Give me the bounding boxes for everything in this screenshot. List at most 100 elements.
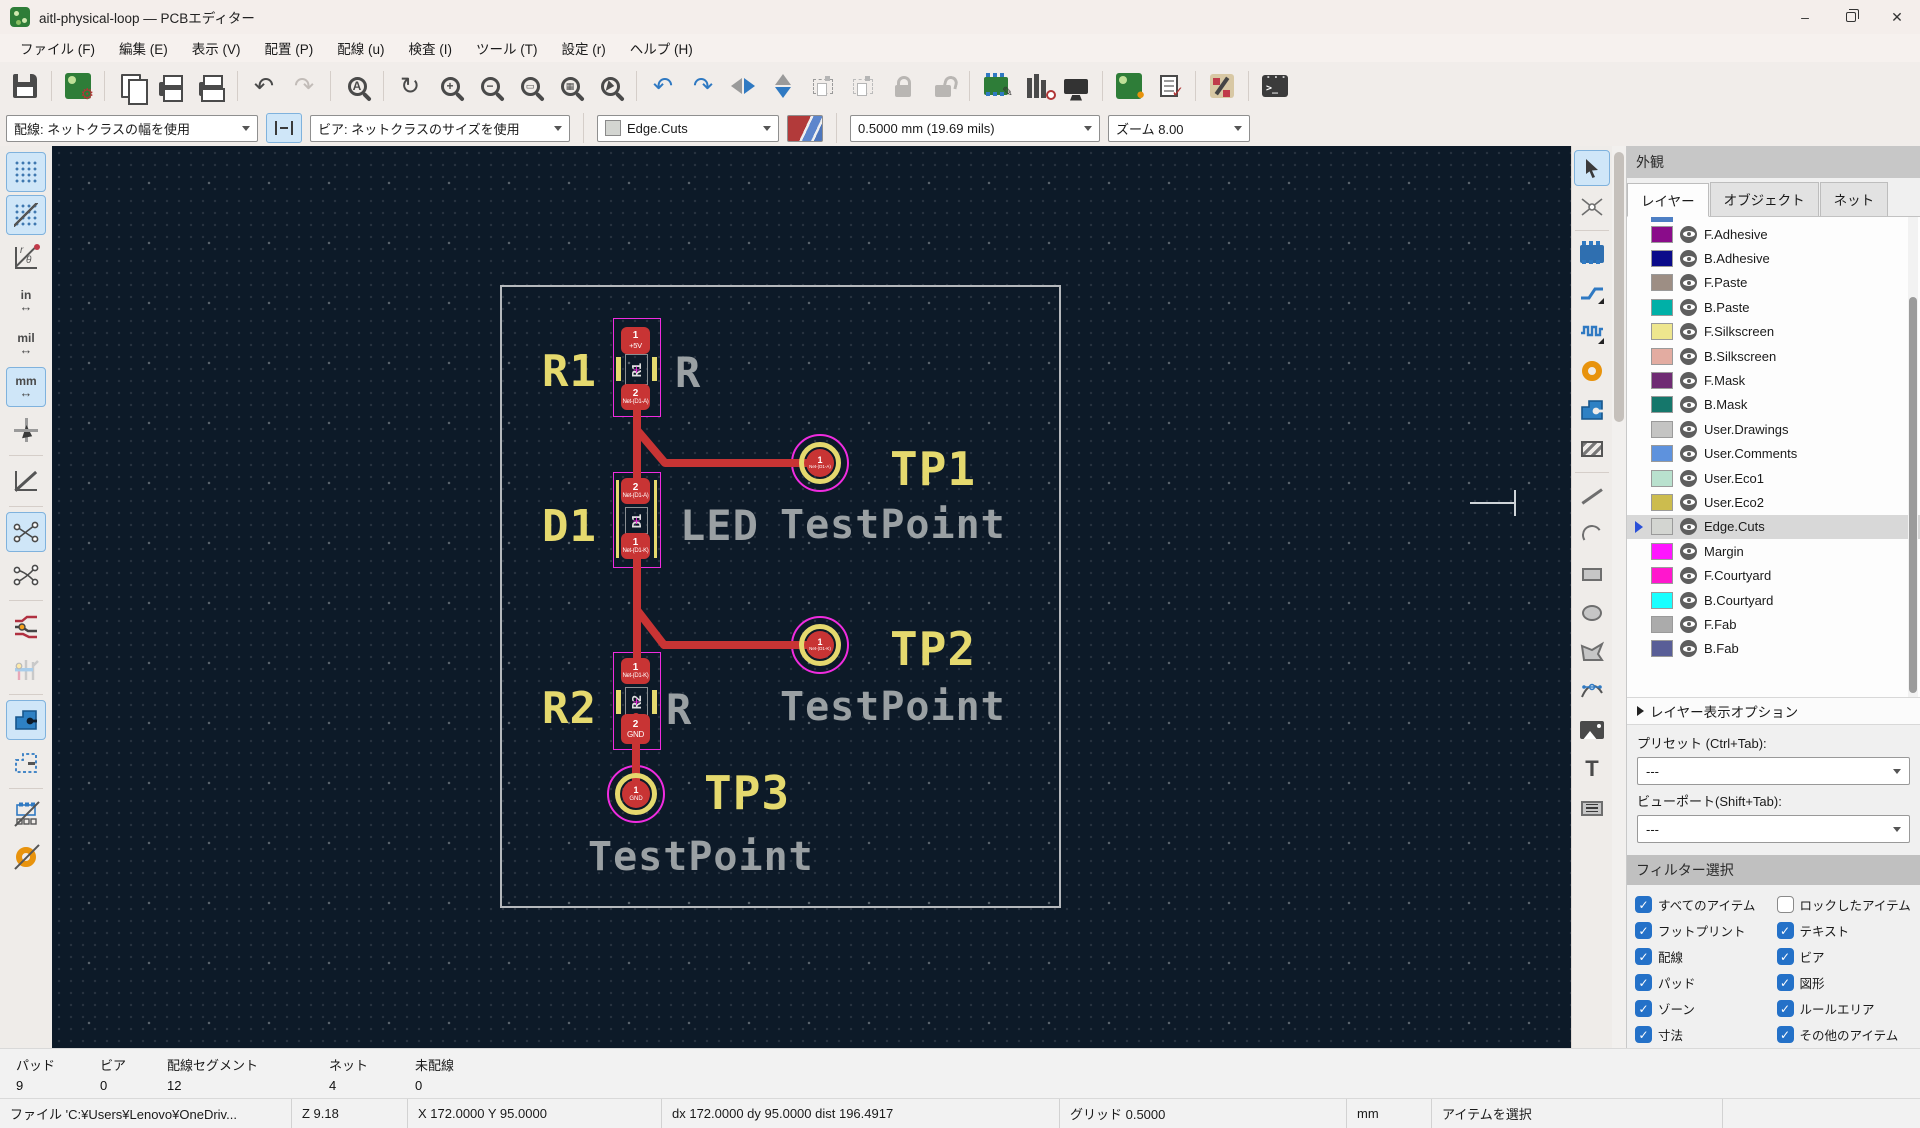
add-footprint-button[interactable] [1574,236,1610,272]
filter-vias[interactable]: ビア [1777,947,1915,966]
update-pcb-from-schematic-button[interactable]: ● [1110,67,1148,105]
board-setup-button[interactable]: ⚙ [59,67,97,105]
layer-row[interactable]: F.Mask [1627,368,1920,392]
add-rule-area-button[interactable] [1574,431,1610,467]
visibility-eye-icon[interactable] [1680,616,1697,633]
scrollbar-thumb[interactable] [1614,152,1624,422]
layer-row[interactable]: B.Mask [1627,393,1920,417]
flip-horizontal-button[interactable] [724,67,762,105]
draw-arc-button[interactable] [1574,517,1610,553]
layer-row[interactable]: B.Silkscreen [1627,344,1920,368]
layer-row[interactable]: F.Paste [1627,271,1920,295]
zoom-selection-button[interactable] [591,67,629,105]
visibility-eye-icon[interactable] [1680,348,1697,365]
layer-row[interactable]: F.Silkscreen [1627,320,1920,344]
layer-row[interactable]: User.Drawings [1627,417,1920,441]
filter-text[interactable]: テキスト [1777,921,1915,940]
curved-ratsnest-toggle[interactable] [6,555,46,595]
track-posture-toggle[interactable] [266,113,302,143]
grid-size-dropdown[interactable]: 0.5000 mm (19.69 mils) [850,115,1100,142]
minimize-button[interactable]: – [1782,0,1828,34]
visibility-eye-icon[interactable] [1680,299,1697,316]
layer-row[interactable]: B.Fab [1627,637,1920,661]
layer-list-scrollbar[interactable] [1908,217,1918,697]
route-tracks-button[interactable] [1574,275,1610,311]
filter-locked-items[interactable]: ロックしたアイテム [1777,895,1915,914]
filter-all-items[interactable]: すべてのアイテム [1635,895,1773,914]
find-button[interactable]: A [338,67,376,105]
add-textbox-button[interactable] [1574,790,1610,826]
menu-help[interactable]: ヘルプ (H) [618,34,705,62]
zone-outline-mode-button[interactable] [6,743,46,783]
cross-probe-button[interactable] [1203,67,1241,105]
grid-overrides-toggle[interactable] [6,195,46,235]
plot-button[interactable] [192,67,230,105]
filter-other-items[interactable]: その他のアイテム [1777,1025,1915,1044]
save-button[interactable] [6,67,44,105]
layer-row[interactable]: User.Eco2 [1627,490,1920,514]
menu-place[interactable]: 配置 (P) [253,34,326,62]
visibility-eye-icon[interactable] [1680,494,1697,511]
draw-bezier-button[interactable] [1574,673,1610,709]
draw-polygon-button[interactable] [1574,634,1610,670]
via-size-dropdown[interactable]: ビア: ネットクラスのサイズを使用 [310,115,570,142]
layer-row[interactable]: User.Comments [1627,442,1920,466]
visibility-eye-icon[interactable] [1680,323,1697,340]
visibility-eye-icon[interactable] [1680,372,1697,389]
close-button[interactable]: ✕ [1874,0,1920,34]
polar-coordinates-toggle[interactable]: rθ [6,238,46,278]
filter-rule-areas[interactable]: ルールエリア [1777,999,1915,1018]
layer-row[interactable]: Margin [1627,539,1920,563]
layer-pair-color-button[interactable] [787,115,823,142]
sketch-pads-toggle[interactable] [6,837,46,877]
units-mils-button[interactable]: mil↔ [6,324,46,364]
units-mm-button[interactable]: mm↔ [6,367,46,407]
local-ratsnest-button[interactable] [1574,189,1610,225]
limit-45-degree-toggle[interactable] [6,461,46,501]
layer-row[interactable]: F.Courtyard [1627,563,1920,587]
drc-check-button[interactable]: ✓ [1150,67,1188,105]
zoom-out-button[interactable]: − [471,67,509,105]
flip-vertical-button[interactable] [764,67,802,105]
visibility-eye-icon[interactable] [1680,226,1697,243]
visibility-eye-icon[interactable] [1680,592,1697,609]
viewer-3d-button[interactable] [1057,67,1095,105]
filter-zones[interactable]: ゾーン [1635,999,1773,1018]
highlight-nets-toggle[interactable] [6,606,46,646]
viewport-dropdown[interactable]: --- [1637,815,1910,843]
maximize-button[interactable] [1828,0,1874,34]
page-settings-button[interactable] [112,67,150,105]
footprint-browser-button[interactable] [1017,67,1055,105]
visibility-eye-icon[interactable] [1680,567,1697,584]
layer-row[interactable]: F.Adhesive [1627,222,1920,246]
menu-inspect[interactable]: 検査 (I) [397,34,465,62]
menu-preferences[interactable]: 設定 (r) [550,34,618,62]
menu-edit[interactable]: 編集 (E) [107,34,180,62]
visibility-eye-icon[interactable] [1680,543,1697,560]
unlock-button[interactable] [924,67,962,105]
undo-button[interactable]: ↶ [245,67,283,105]
menu-view[interactable]: 表示 (V) [180,34,253,62]
layer-row[interactable]: F.Fab [1627,612,1920,636]
ratsnest-visibility-toggle[interactable] [6,512,46,552]
visibility-eye-icon[interactable] [1680,445,1697,462]
filter-tracks[interactable]: 配線 [1635,947,1773,966]
add-via-button[interactable] [1574,353,1610,389]
visibility-eye-icon[interactable] [1680,250,1697,267]
lock-button[interactable] [884,67,922,105]
zoom-objects-button[interactable]: ▦ [551,67,589,105]
menu-file[interactable]: ファイル (F) [8,34,107,62]
track-width-dropdown[interactable]: 配線: ネットクラスの幅を使用 [6,115,258,142]
zoom-fit-button[interactable]: ▭ [511,67,549,105]
rotate-ccw-button[interactable]: ↶ [644,67,682,105]
draw-circle-button[interactable] [1574,595,1610,631]
tab-layers[interactable]: レイヤー [1627,183,1709,217]
units-inches-button[interactable]: in↔ [6,281,46,321]
select-tool-button[interactable] [1574,150,1610,186]
draw-line-button[interactable] [1574,478,1610,514]
layer-row[interactable]: User.Eco1 [1627,466,1920,490]
add-image-button[interactable] [1574,712,1610,748]
pcb-canvas[interactable]: R1+ 1+5V 2Net-(D1-A) R1 R D1+ 2Net-(D1-A… [52,146,1571,1048]
visibility-eye-icon[interactable] [1680,640,1697,657]
add-text-button[interactable]: T [1574,751,1610,787]
